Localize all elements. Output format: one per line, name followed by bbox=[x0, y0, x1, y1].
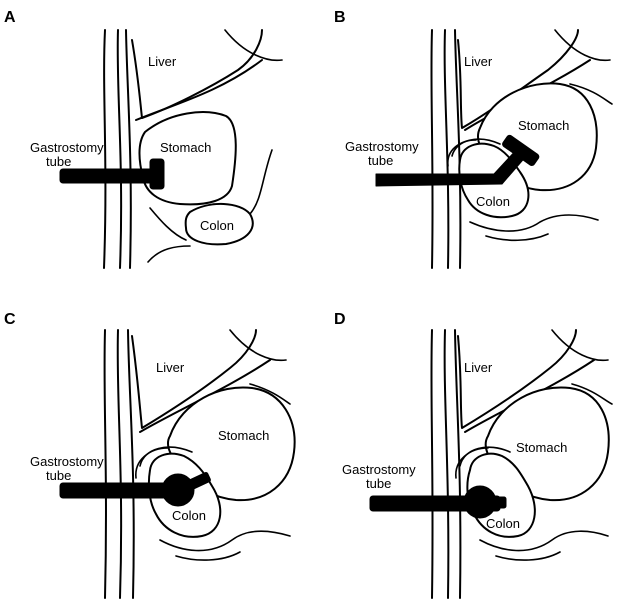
panel-c-colon-fold-2 bbox=[135, 447, 169, 479]
panel-c-upper-line bbox=[229, 329, 287, 362]
panel-a-liver-outline-2 bbox=[135, 59, 263, 121]
panel-b-letter: B bbox=[334, 9, 346, 26]
panel-a: A Liver Stomach Colon Gastrostomy tube bbox=[4, 9, 283, 269]
panel-d-right-line bbox=[571, 383, 613, 405]
panel-a-upper-line bbox=[224, 29, 283, 62]
panel-a-gastrostomy-tube bbox=[59, 168, 161, 184]
panel-c-liver-label: Liver bbox=[156, 360, 185, 375]
panel-a-mesentery bbox=[149, 207, 187, 241]
panel-a-abdominal-wall-inner2 bbox=[125, 29, 132, 269]
panel-b-abdominal-wall bbox=[430, 29, 434, 269]
panel-a-mesentery-3 bbox=[147, 245, 191, 263]
panel-a-liver-outline bbox=[131, 29, 263, 119]
panel-c-letter: C bbox=[4, 311, 16, 328]
panel-b-colon-label: Colon bbox=[476, 194, 510, 209]
panel-c-mesentery-2 bbox=[175, 551, 241, 561]
panel-d-liver-label: Liver bbox=[464, 360, 493, 375]
panel-b-colon-fold-2 bbox=[447, 139, 477, 167]
panel-d-mesentery-2 bbox=[495, 551, 561, 561]
panel-d-letter: D bbox=[334, 311, 346, 328]
panel-b-mesentery-2 bbox=[485, 233, 549, 242]
panel-b-abdominal-wall-inner2 bbox=[454, 29, 462, 269]
panel-d-upper-line bbox=[551, 329, 609, 362]
panel-a-mesentery-2 bbox=[249, 149, 273, 215]
panel-b: B Liver Stomach Colon Gastrostomy tube bbox=[334, 9, 613, 269]
panel-b-upper-line bbox=[554, 29, 611, 62]
panel-c-right-line bbox=[249, 383, 291, 405]
panel-c-tube-tip bbox=[187, 471, 211, 491]
panel-b-abdominal-wall-inner bbox=[443, 29, 450, 269]
panel-c: C Liver Stomach Colon Gastrostomy tube bbox=[4, 311, 296, 599]
panel-a-tube-bumper bbox=[149, 158, 165, 190]
panel-d-liver-outline bbox=[457, 329, 577, 429]
panel-a-letter: A bbox=[4, 9, 16, 26]
panel-c-abdominal-wall bbox=[103, 329, 107, 599]
panel-d-colon-label: Colon bbox=[486, 516, 520, 531]
panel-d-mesentery bbox=[479, 530, 609, 552]
panel-a-stomach bbox=[138, 111, 237, 206]
panel-a-stomach-label: Stomach bbox=[160, 140, 211, 155]
panel-d-tube-label-1: Gastrostomy bbox=[342, 462, 416, 477]
panel-a-colon-label: Colon bbox=[200, 218, 234, 233]
panel-a-tube-label-1: Gastrostomy bbox=[30, 140, 104, 155]
panel-d-colon-fold-2 bbox=[455, 447, 489, 479]
panel-d-abdominal-wall bbox=[430, 329, 434, 599]
panel-b-tube-label-2: tube bbox=[368, 153, 393, 168]
panel-c-liver-outline bbox=[131, 329, 257, 429]
panel-a-abdominal-wall bbox=[103, 29, 107, 269]
panel-c-mesentery bbox=[159, 530, 291, 552]
panel-b-tube-label-1: Gastrostomy bbox=[345, 139, 419, 154]
panel-d-abdominal-wall-inner bbox=[443, 329, 450, 599]
panel-b-liver-label: Liver bbox=[464, 54, 493, 69]
panel-c-stomach-label: Stomach bbox=[218, 428, 269, 443]
panel-b-tube-bumper bbox=[502, 134, 540, 166]
panel-d: D Liver Stomach Colon Gastrostomy tube bbox=[334, 311, 613, 599]
panel-a-liver-label: Liver bbox=[148, 54, 177, 69]
panel-d-tube-tip bbox=[489, 496, 507, 509]
panel-c-tube-label-1: Gastrostomy bbox=[30, 454, 104, 469]
panel-d-stomach-label: Stomach bbox=[516, 440, 567, 455]
panel-d-abdominal-wall-inner2 bbox=[454, 329, 462, 599]
panel-d-tube-label-2: tube bbox=[366, 476, 391, 491]
panel-c-abdominal-wall-inner2 bbox=[127, 329, 135, 599]
panel-c-colon-label: Colon bbox=[172, 508, 206, 523]
panel-c-abdominal-wall-inner bbox=[116, 329, 123, 599]
panel-b-mesentery bbox=[469, 214, 599, 232]
panel-a-colon bbox=[184, 202, 254, 246]
panel-b-right-line bbox=[569, 83, 613, 105]
panel-b-stomach-label: Stomach bbox=[518, 118, 569, 133]
panel-c-tube-balloon bbox=[161, 473, 195, 507]
panel-c-tube-label-2: tube bbox=[46, 468, 71, 483]
panel-a-tube-label-2: tube bbox=[46, 154, 71, 169]
panel-a-abdominal-wall-inner bbox=[116, 29, 123, 269]
